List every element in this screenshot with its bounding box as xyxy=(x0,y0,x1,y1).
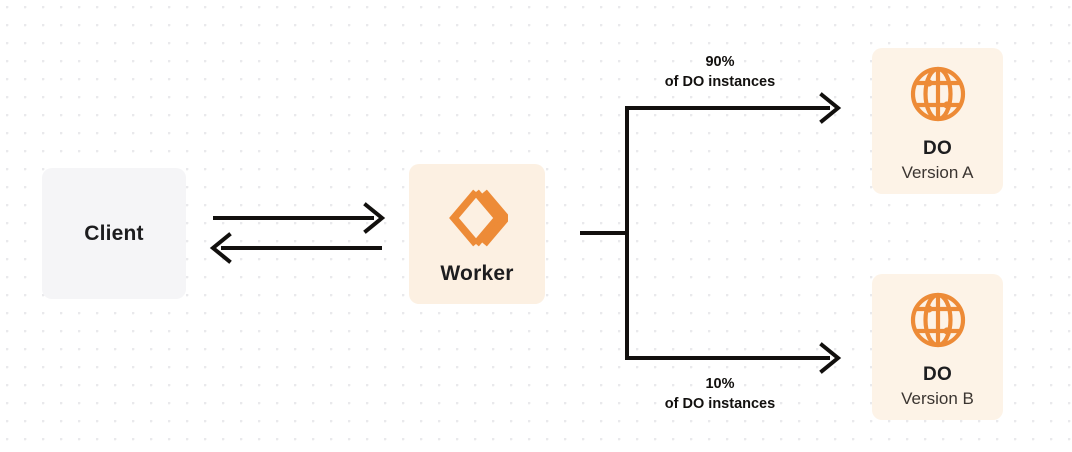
node-worker-label: Worker xyxy=(440,262,514,285)
edge-client-to-worker xyxy=(213,202,386,234)
cloudflare-workers-icon xyxy=(446,188,508,248)
edge-label-do-b-percentage: 10% of DO instances xyxy=(622,374,818,414)
edge-label-do-a-line1: 90% xyxy=(705,54,735,70)
node-do-a-subtitle: Version A xyxy=(901,162,974,182)
node-do-b-subtitle: Version B xyxy=(901,388,974,408)
edge-label-do-a-line2: of DO instances xyxy=(664,74,776,90)
node-do-version-a[interactable]: DO Version A xyxy=(872,48,1003,194)
node-do-version-b[interactable]: DO Version B xyxy=(872,274,1003,420)
edge-worker-to-do-b xyxy=(625,342,842,374)
durable-object-globe-icon xyxy=(908,290,968,350)
node-do-b-title: DO xyxy=(922,363,953,385)
edge-worker-to-client xyxy=(209,232,382,264)
node-worker[interactable]: Worker xyxy=(409,164,545,304)
edge-label-do-b-line1: 10% xyxy=(705,376,735,392)
durable-object-globe-icon xyxy=(908,64,968,124)
node-client-label: Client xyxy=(84,221,144,245)
node-do-a-title: DO xyxy=(922,137,953,159)
edge-label-do-a-percentage: 90% of DO instances xyxy=(622,52,818,92)
edge-label-do-b-line2: of DO instances xyxy=(664,396,776,412)
node-client[interactable]: Client xyxy=(42,168,186,299)
edge-worker-to-do-a xyxy=(625,92,842,124)
edge-worker-split-spine xyxy=(580,106,629,360)
